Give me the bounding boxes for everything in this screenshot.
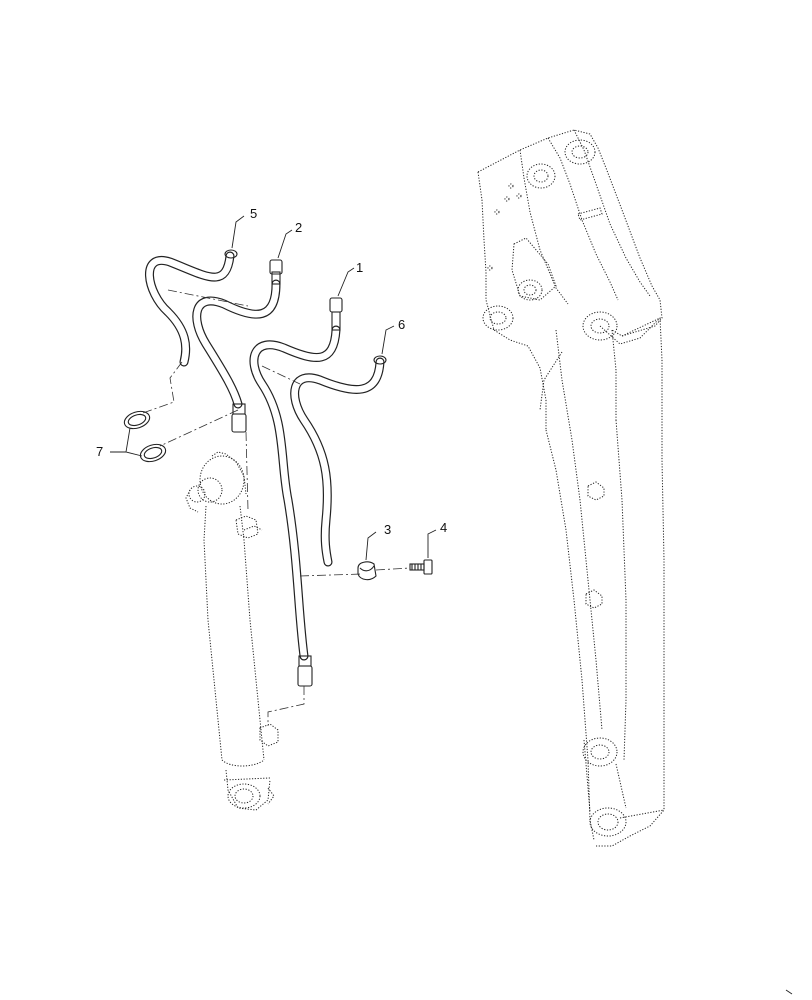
- callout-6: 6: [381, 317, 405, 355]
- callout-3: 3: [365, 522, 391, 561]
- hose-1: [249, 297, 343, 687]
- hose-6: [290, 355, 387, 567]
- callout-1: 1: [337, 260, 363, 297]
- hose-2: [192, 259, 283, 433]
- callout-label-5: 5: [250, 206, 257, 221]
- callout-label-1: 1: [356, 260, 363, 275]
- callout-label-4: 4: [440, 520, 447, 535]
- callout-5: 5: [231, 206, 257, 249]
- callout-label-7: 7: [96, 444, 103, 459]
- corner-mark: [785, 989, 793, 995]
- boom-arm: [477, 129, 665, 847]
- callout-label-6: 6: [398, 317, 405, 332]
- callout-2: 2: [277, 220, 302, 259]
- callout-4: 4: [427, 520, 447, 558]
- clamp: [357, 561, 377, 581]
- callout-label-3: 3: [384, 522, 391, 537]
- callout-label-2: 2: [295, 220, 302, 235]
- hose-5: [145, 249, 238, 367]
- hydraulic-cylinder: [185, 451, 279, 811]
- o-ring: [123, 410, 151, 430]
- o-ring: [139, 443, 167, 463]
- centerlines: [139, 289, 411, 726]
- screw: [409, 559, 433, 575]
- callout-7: 7: [96, 427, 143, 459]
